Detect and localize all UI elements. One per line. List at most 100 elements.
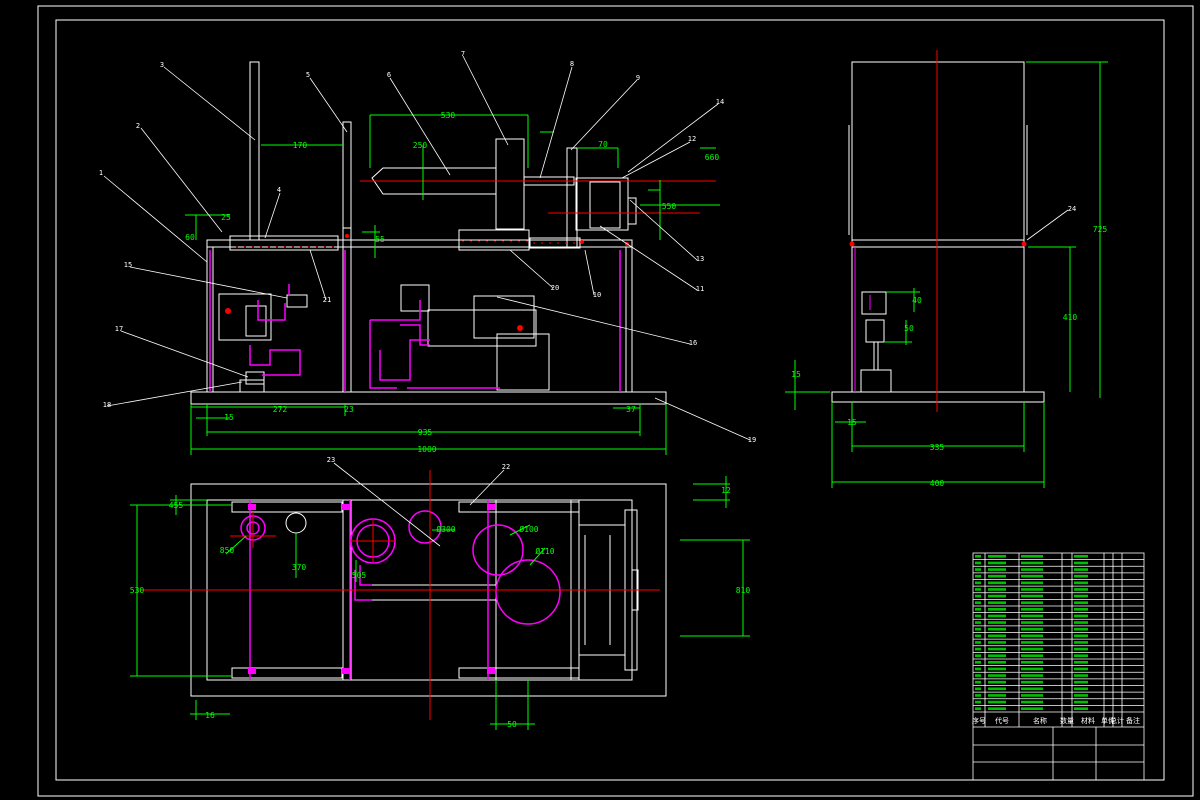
tb-cell-mark — [975, 700, 981, 704]
dim-530: 530 — [441, 111, 456, 120]
tb-cell-mark — [1074, 647, 1088, 651]
balloon-15: 15 — [124, 261, 132, 269]
tb-cell-mark — [1021, 601, 1043, 604]
tb-cell-mark — [988, 634, 1006, 638]
dim-810: 810 — [736, 586, 751, 595]
tb-cell-mark — [1021, 661, 1043, 664]
dim-12: 12 — [721, 486, 731, 495]
dim-60: 60 — [185, 233, 195, 242]
dim-370: 370 — [292, 563, 307, 572]
balloon-9: 9 — [636, 74, 640, 82]
front-view: 170 530 70 25 60 55 250 660 550 272 23 3… — [99, 50, 756, 455]
tb-cell-mark — [1074, 654, 1088, 657]
dim-250: 250 — [413, 141, 428, 150]
tb-cell-mark — [1074, 641, 1088, 644]
tb-cell-mark — [988, 687, 1006, 691]
tb-cell-mark — [988, 588, 1006, 591]
balloon-4: 4 — [277, 186, 281, 194]
tb-cell-mark — [975, 588, 981, 591]
tb-cell-mark — [975, 608, 981, 611]
dim-410: 410 — [1063, 313, 1078, 322]
tb-cell-mark — [1074, 707, 1088, 710]
tb-cell-mark — [988, 680, 1006, 684]
tb-cell-mark — [1021, 555, 1043, 558]
balloon-16: 16 — [689, 339, 697, 347]
dim-935: 935 — [418, 428, 433, 437]
dim-725: 725 — [1093, 225, 1108, 234]
tb-cell-mark — [1074, 555, 1088, 558]
tb-cell-mark — [975, 621, 981, 624]
tb-cell-mark — [975, 641, 981, 644]
tb-cell-mark — [975, 627, 981, 631]
dim-70: 70 — [598, 140, 608, 149]
side-view: 725 410 40 50 15 15 335 400 24 — [785, 50, 1108, 488]
tb-cell-mark — [975, 614, 981, 618]
tb-cell-mark — [975, 574, 981, 578]
title-block — [972, 552, 1145, 781]
tb-cell-mark — [1074, 667, 1088, 671]
tb-cell-mark — [988, 661, 1006, 664]
tb-cell-mark — [1074, 561, 1088, 565]
tb-header-unit: 单件 — [1101, 716, 1115, 725]
tb-cell-mark — [1021, 634, 1043, 638]
tb-cell-mark — [1021, 654, 1043, 657]
tb-cell-mark — [975, 680, 981, 684]
tb-cell-mark — [988, 574, 1006, 578]
tb-cell-mark — [975, 654, 981, 657]
tb-cell-mark — [975, 568, 981, 571]
dim-15-side: 15 — [791, 370, 801, 379]
tb-cell-mark — [988, 614, 1006, 618]
tb-cell-mark — [1074, 614, 1088, 618]
balloon-10: 10 — [593, 291, 601, 299]
tb-cell-mark — [1074, 687, 1088, 691]
tb-cell-mark — [975, 694, 981, 697]
tb-cell-mark — [988, 621, 1006, 624]
tb-cell-mark — [988, 568, 1006, 571]
dim-455: 455 — [169, 501, 184, 510]
tb-cell-mark — [988, 561, 1006, 565]
tb-cell-mark — [1021, 627, 1043, 631]
balloon-13: 13 — [696, 255, 704, 263]
tb-cell-mark — [1021, 700, 1043, 704]
tb-cell-mark — [1021, 667, 1043, 671]
dim-400: 400 — [930, 479, 945, 488]
tb-cell-mark — [1074, 601, 1088, 604]
dim-50-top: 50 — [507, 720, 517, 729]
tb-cell-mark — [1021, 614, 1043, 618]
tb-cell-mark — [1021, 647, 1043, 651]
title-block-fill-marks — [975, 555, 1088, 710]
tb-cell-mark — [988, 627, 1006, 631]
top-view: 12 455 530 810 850 Ø300 Ø100 Ø110 370 50… — [130, 456, 751, 730]
dim-15: 15 — [224, 413, 234, 422]
tb-cell-mark — [988, 641, 1006, 644]
tb-cell-mark — [988, 594, 1006, 598]
dim-335: 335 — [930, 443, 945, 452]
title-block-header: 序号 代号 名称 数量 材料 单件 总计 备注 — [972, 716, 1140, 725]
balloon-7: 7 — [461, 50, 465, 58]
dim-850: 850 — [220, 546, 235, 555]
balloon-2: 2 — [136, 122, 140, 130]
tb-cell-mark — [1021, 687, 1043, 691]
balloon-1: 1 — [99, 169, 103, 177]
tb-cell-mark — [975, 707, 981, 710]
balloon-22: 22 — [502, 463, 510, 471]
dim-550: 550 — [662, 202, 677, 211]
tb-cell-mark — [1021, 621, 1043, 624]
tb-cell-mark — [988, 667, 1006, 671]
tb-cell-mark — [1074, 680, 1088, 684]
tb-cell-mark — [1074, 581, 1088, 585]
tb-cell-mark — [1021, 568, 1043, 571]
tb-cell-mark — [975, 674, 981, 677]
tb-cell-mark — [988, 654, 1006, 657]
tb-cell-mark — [975, 667, 981, 671]
tb-cell-mark — [1074, 594, 1088, 598]
balloon-17: 17 — [115, 325, 123, 333]
tb-cell-mark — [975, 647, 981, 651]
dim-37: 37 — [626, 405, 636, 414]
balloon-18: 18 — [103, 401, 111, 409]
tb-cell-mark — [1074, 674, 1088, 677]
dim-505: 505 — [352, 571, 367, 580]
dim-55: 55 — [375, 235, 385, 244]
tb-cell-mark — [1021, 574, 1043, 578]
balloon-23: 23 — [327, 456, 335, 464]
